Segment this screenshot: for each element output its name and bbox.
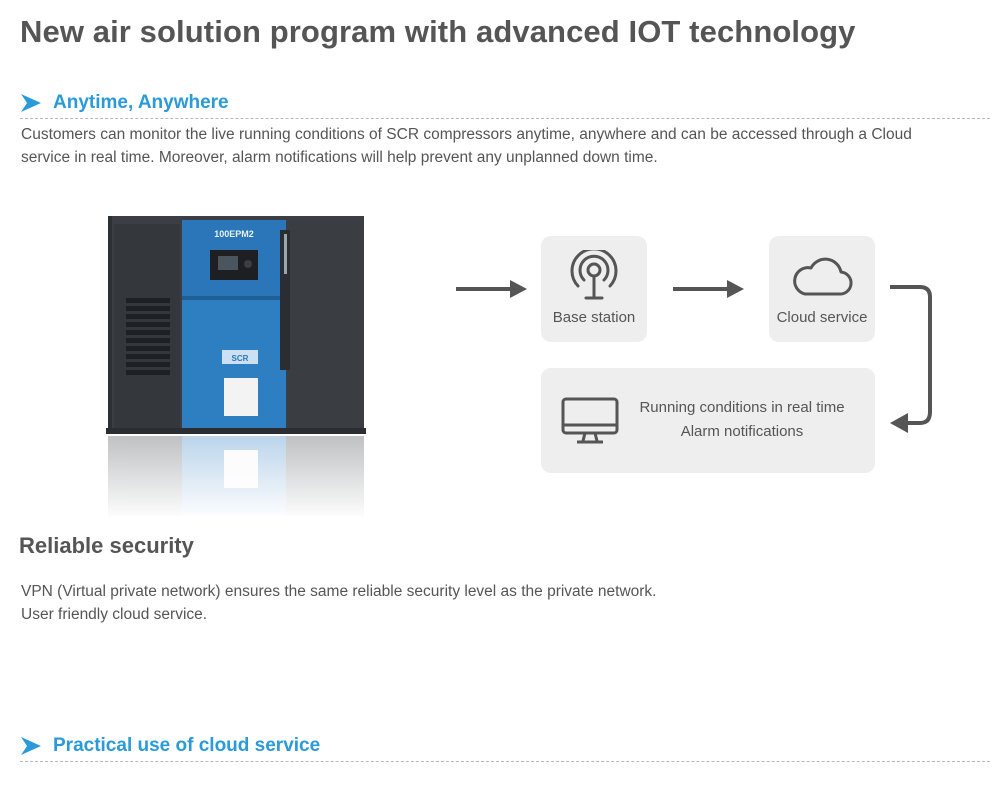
page-title: New air solution program with advanced I…	[20, 14, 856, 49]
section-header-practical: Practical use of cloud service	[20, 733, 990, 762]
section-header-anytime: Anytime, Anywhere	[20, 90, 990, 119]
compressor-brand-label: SCR	[232, 354, 249, 363]
return-arrow-icon	[890, 285, 932, 433]
section-title-anytime: Anytime, Anywhere	[53, 92, 229, 113]
section-title-practical: Practical use of cloud service	[53, 735, 321, 756]
status-text: Running conditions in real time Alarm no…	[617, 396, 867, 444]
monitor-icon	[561, 397, 619, 444]
section-title-security: Reliable security	[19, 533, 194, 558]
base-station-box: Base station	[541, 236, 647, 342]
anytime-paragraph: Customers can monitor the live running c…	[21, 123, 912, 169]
security-line-2: User friendly cloud service.	[21, 606, 208, 623]
cloud-icon	[793, 257, 853, 296]
base-station-label: Base station	[552, 309, 636, 326]
chevron-right-icon	[21, 94, 41, 112]
arrow-right-icon	[673, 280, 744, 298]
security-paragraph: VPN (Virtual private network) ensures th…	[21, 580, 657, 626]
anytime-line-2: service in real time. Moreover, alarm no…	[21, 149, 658, 166]
chevron-right-icon	[21, 737, 41, 755]
anytime-line-1: Customers can monitor the live running c…	[21, 126, 912, 143]
compressor-image: 100EPM2 SCR	[102, 216, 370, 520]
status-line-alarm: Alarm notifications	[680, 423, 804, 440]
compressor-model-label: 100EPM2	[214, 229, 254, 239]
status-box: Running conditions in real time Alarm no…	[541, 368, 875, 473]
cloud-service-box: Cloud service	[769, 236, 875, 342]
status-line-running: Running conditions in real time	[639, 399, 845, 416]
arrow-right-icon	[456, 280, 527, 298]
cloud-service-label: Cloud service	[776, 309, 868, 326]
antenna-icon	[570, 250, 618, 300]
security-line-1: VPN (Virtual private network) ensures th…	[21, 583, 657, 600]
